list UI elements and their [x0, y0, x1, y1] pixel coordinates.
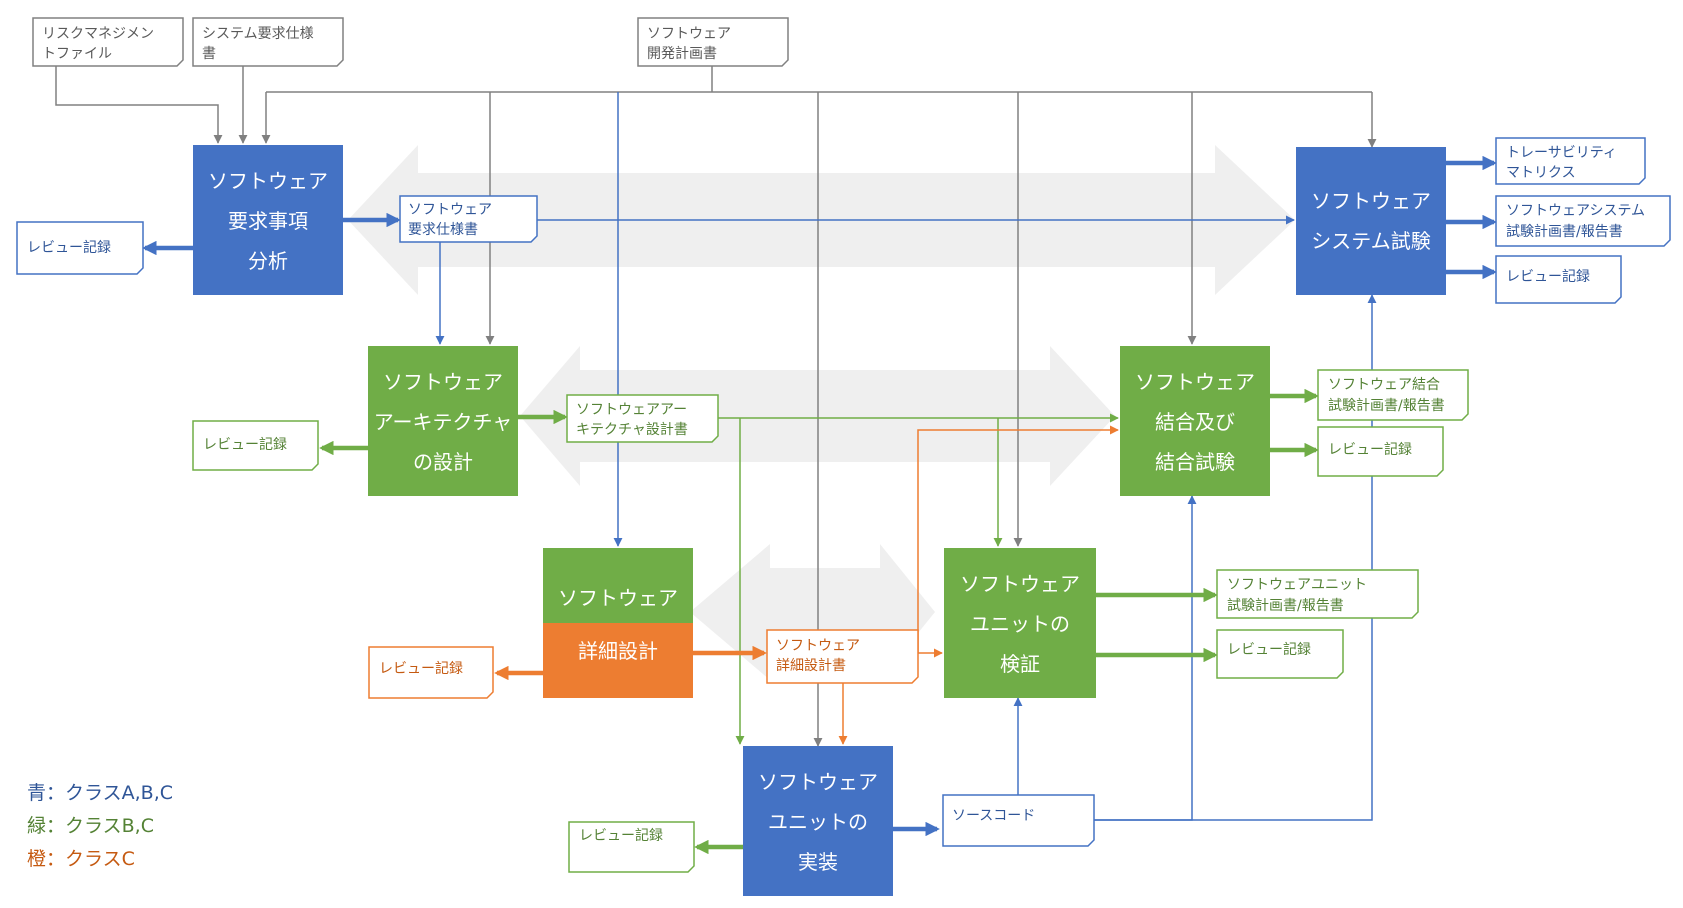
svg-text:レビュー記録: レビュー記録 — [1227, 641, 1311, 658]
svg-text:試験計画書/報告書: 試験計画書/報告書 — [1506, 224, 1623, 240]
process-system-testing[interactable]: ソフトウェア システム試験 — [1296, 147, 1446, 295]
svg-text:レビュー記録: レビュー記録 — [203, 436, 287, 453]
legend-green: 緑：クラスB,C — [27, 815, 154, 837]
document-review-unit[interactable]: レビュー記録 — [1216, 629, 1344, 679]
document-system-test-plan[interactable]: ソフトウェアシステム 試験計画書/報告書 — [1495, 195, 1671, 247]
svg-text:ソフトウェア: ソフトウェア — [408, 202, 492, 218]
orange-connectors — [838, 425, 1119, 745]
svg-text:試験計画書/報告書: 試験計画書/報告書 — [1227, 598, 1344, 614]
document-traceability-matrix[interactable]: トレーサビリティ マトリクス — [1495, 137, 1646, 185]
process-label-line: ソフトウェア — [558, 586, 678, 610]
document-sys-req-spec[interactable]: システム要求仕様 書 — [192, 17, 344, 67]
document-review-architecture[interactable]: レビュー記録 — [192, 420, 319, 471]
process-architecture-design[interactable]: ソフトウェア アーキテクチャ の設計 — [368, 346, 518, 496]
document-source-code[interactable]: ソースコード — [942, 794, 1095, 847]
svg-text:ソフトウェアユニット: ソフトウェアユニット — [1227, 577, 1367, 593]
output-arrows — [142, 155, 1497, 855]
document-review-system[interactable]: レビュー記録 — [1495, 255, 1622, 304]
process-label-line: システム試験 — [1311, 229, 1430, 253]
document-integration-test-plan[interactable]: ソフトウェア結合 試験計画書/報告書 — [1317, 369, 1469, 421]
process-label-line: 実装 — [798, 850, 838, 874]
svg-text:ソースコード: ソースコード — [952, 808, 1035, 824]
document-review-detail[interactable]: レビュー記録 — [368, 646, 494, 699]
green-connectors — [718, 413, 1119, 745]
svg-text:レビュー記録: レビュー記録 — [379, 660, 463, 677]
legend-blue: 青：クラスA,B,C — [27, 782, 173, 804]
document-sw-req-spec[interactable]: ソフトウェア 要求仕様書 — [399, 195, 538, 243]
document-review-integration[interactable]: レビュー記録 — [1317, 426, 1444, 477]
process-label-line: 要求事項 — [228, 209, 308, 233]
svg-text:レビュー記録: レビュー記録 — [579, 827, 663, 844]
process-unit-implementation[interactable]: ソフトウェア ユニットの 実装 — [743, 746, 893, 896]
svg-text:ソフトウェアアー: ソフトウェアアー — [576, 402, 687, 418]
process-label-line: アーキテクチャ — [374, 410, 513, 434]
svg-text:ソフトウェア: ソフトウェア — [776, 638, 860, 654]
process-integration-testing[interactable]: ソフトウェア 結合及び 結合試験 — [1120, 346, 1270, 496]
process-label-line: 詳細設計 — [578, 639, 658, 663]
process-label-line: ソフトウェア — [208, 169, 328, 193]
svg-text:開発計画書: 開発計画書 — [647, 46, 717, 62]
process-requirements-analysis[interactable]: ソフトウェア 要求事項 分析 — [193, 145, 343, 295]
svg-text:トレーサビリティ: トレーサビリティ — [1506, 145, 1617, 161]
gray-connectors — [55, 66, 1377, 747]
document-detailed-design[interactable]: ソフトウェア 詳細設計書 — [766, 629, 919, 684]
document-arch-design[interactable]: ソフトウェアアー キテクチャ設計書 — [566, 394, 719, 443]
legend-orange: 橙：クラスC — [27, 848, 135, 870]
process-label-line: ソフトウェア — [758, 770, 878, 794]
svg-text:要求仕様書: 要求仕様書 — [408, 222, 478, 238]
legend: 青：クラスA,B,C 緑：クラスB,C 橙：クラスC — [27, 782, 173, 870]
svg-text:レビュー記録: レビュー記録 — [1506, 268, 1590, 285]
document-review-requirements[interactable]: レビュー記録 — [16, 221, 144, 275]
document-review-implementation[interactable]: レビュー記録 — [568, 821, 695, 873]
process-label-line: 結合試験 — [1155, 450, 1235, 474]
process-unit-verification[interactable]: ソフトウェア ユニットの 検証 — [944, 548, 1096, 698]
svg-text:システム要求仕様: システム要求仕様 — [202, 26, 314, 42]
svg-text:リスクマネジメン: リスクマネジメン — [42, 26, 154, 42]
process-label-line: 検証 — [1000, 652, 1040, 676]
process-label-line: 分析 — [248, 249, 288, 273]
document-dev-plan[interactable]: ソフトウェア 開発計画書 — [637, 17, 789, 67]
document-risk-file[interactable]: リスクマネジメン トファイル — [32, 17, 184, 67]
svg-text:ソフトウェア: ソフトウェア — [647, 26, 731, 42]
svg-text:レビュー記録: レビュー記録 — [1328, 441, 1412, 458]
process-label-line: ユニットの — [768, 810, 868, 834]
process-label-line: ソフトウェア — [1135, 370, 1255, 394]
svg-text:トファイル: トファイル — [42, 46, 112, 62]
document-unit-test-plan[interactable]: ソフトウェアユニット 試験計画書/報告書 — [1216, 569, 1419, 619]
process-label-line: ソフトウェア — [1311, 189, 1431, 213]
svg-text:レビュー記録: レビュー記録 — [27, 239, 111, 256]
process-label-line: ソフトウェア — [960, 572, 1080, 596]
svg-text:キテクチャ設計書: キテクチャ設計書 — [576, 422, 688, 438]
svg-text:ソフトウェア結合: ソフトウェア結合 — [1328, 377, 1440, 393]
svg-text:ソフトウェアシステム: ソフトウェアシステム — [1506, 203, 1645, 219]
risk-file-to-requirements — [55, 66, 223, 144]
source-to-integration — [1094, 495, 1197, 821]
svg-text:詳細設計書: 詳細設計書 — [776, 658, 846, 674]
process-detailed-design[interactable]: ソフトウェア 詳細設計 — [543, 548, 693, 698]
process-label-line: 結合及び — [1155, 410, 1235, 434]
detail-doc-to-integration — [917, 425, 1119, 653]
blue-connectors — [435, 92, 1377, 821]
process-label-line: の設計 — [413, 450, 473, 474]
svg-text:書: 書 — [202, 46, 216, 62]
svg-text:マトリクス: マトリクス — [1506, 165, 1576, 181]
svg-text:試験計画書/報告書: 試験計画書/報告書 — [1328, 398, 1445, 414]
process-label-line: ユニットの — [970, 612, 1070, 636]
process-label-line: ソフトウェア — [383, 370, 503, 394]
